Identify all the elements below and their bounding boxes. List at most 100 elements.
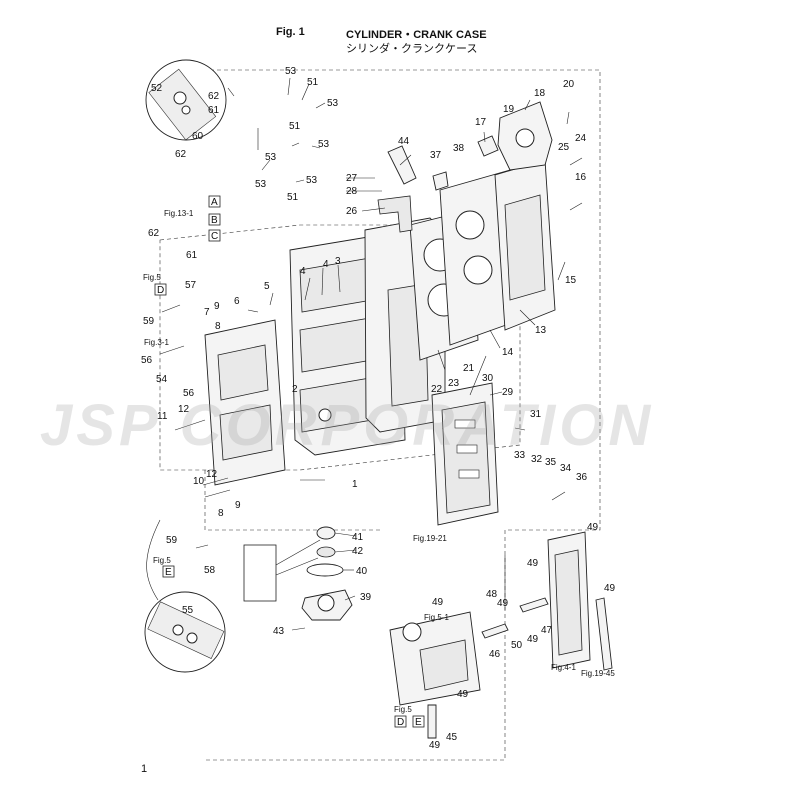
callout: 21 (463, 363, 475, 374)
callout: 1 (352, 479, 358, 490)
callout: 4 (323, 259, 329, 270)
callout: 22 (431, 384, 443, 395)
callout: 52 (151, 83, 163, 94)
callout: 51 (289, 121, 301, 132)
svg-text:C: C (211, 231, 218, 242)
spark-plug-part (387, 145, 417, 185)
bracket-part-26 (377, 195, 413, 233)
callout: 38 (453, 143, 465, 154)
exhaust-plate-part (431, 382, 499, 526)
callout: 4 (300, 266, 306, 277)
callout: 30 (482, 373, 494, 384)
callout: 47 (541, 625, 553, 636)
callout: 60 (192, 131, 204, 142)
callout: 17 (475, 117, 487, 128)
manifold-part (204, 319, 286, 486)
assembly-outline-left (159, 224, 521, 471)
water-pump-part (389, 611, 481, 706)
watermark: JSP CORPORATION (40, 393, 655, 458)
svg-text:E: E (415, 717, 422, 728)
callout: 57 (185, 280, 197, 291)
callout: 61 (186, 250, 198, 261)
callout: 6 (234, 296, 240, 307)
fig-ref-3-1: Fig.3-1 (144, 338, 169, 347)
callout: 53 (265, 152, 277, 163)
callout: 14 (502, 347, 514, 358)
callout: 40 (356, 566, 368, 577)
callout: 49 (527, 634, 539, 645)
callout: 5 (264, 281, 270, 292)
callout: 41 (352, 532, 364, 543)
callout: 12 (178, 404, 190, 415)
callout: 49 (497, 598, 509, 609)
callout: 53 (255, 179, 267, 190)
callout: 27 (346, 173, 358, 184)
callout: 42 (352, 546, 364, 557)
callout: 3 (335, 256, 341, 267)
callout: 46 (489, 649, 501, 660)
callout: 33 (514, 450, 526, 461)
callout: 49 (457, 689, 469, 700)
callout: 26 (346, 206, 358, 217)
callout: 20 (563, 79, 575, 90)
callout: 43 (273, 626, 285, 637)
thermostat-cover-part (547, 531, 591, 669)
grommet-part-37 (432, 171, 449, 191)
callout: 9 (214, 301, 220, 312)
fig-ref-5-c: Fig.5 (394, 705, 412, 714)
callout: 50 (511, 640, 523, 651)
callout: 11 (157, 411, 168, 422)
reference-box-C: C (208, 229, 221, 242)
callout: 9 (235, 500, 241, 511)
detail-circle-55 (144, 591, 226, 673)
svg-text:D: D (397, 717, 404, 728)
callout: 34 (560, 463, 572, 474)
callout: 48 (486, 589, 498, 600)
callout: 19 (503, 104, 515, 115)
callout: 24 (575, 133, 587, 144)
callout: 12 (206, 469, 218, 480)
callout: 36 (576, 472, 588, 483)
callout: 59 (166, 535, 178, 546)
callout: 25 (558, 142, 570, 153)
callout: 10 (193, 476, 205, 487)
page-number: 1 (141, 763, 148, 775)
reference-box-A: A (208, 195, 221, 208)
callout: 2 (292, 384, 298, 395)
hose-part (595, 597, 613, 671)
callout: 55 (182, 605, 194, 616)
callout: 39 (360, 592, 372, 603)
seal-housing-part (301, 526, 353, 621)
bolt-set (159, 87, 583, 549)
reference-box-D-upper: D (154, 283, 167, 296)
svg-text:E: E (165, 567, 172, 578)
pipe-part-45 (427, 704, 437, 739)
callout: 56 (183, 388, 195, 399)
callout: 53 (285, 66, 297, 77)
callout: 54 (156, 374, 168, 385)
fig-ref-5-1: Fig.5-1 (424, 613, 449, 622)
detail-circle-52 (145, 59, 227, 141)
pipe-part-47 (519, 597, 549, 613)
callout: 62 (175, 149, 187, 160)
callout: 51 (307, 77, 319, 88)
callout: 8 (218, 508, 224, 519)
callout: 28 (346, 186, 358, 197)
seal-detail-inset (243, 544, 277, 602)
callout: 61 (208, 105, 220, 116)
leader-lines (247, 77, 566, 631)
callout: 18 (534, 88, 546, 99)
fig-ref-13-1: Fig.13-1 (164, 209, 194, 218)
callout: 51 (287, 192, 299, 203)
callout: 35 (545, 457, 557, 468)
anode-part-17 (477, 135, 499, 157)
reference-box-B: B (208, 213, 221, 226)
figure-label: Fig. 1 (276, 26, 305, 38)
pipe-part-46 (481, 623, 509, 639)
fig-ref-19-45: Fig.19-45 (581, 669, 615, 678)
fig-ref-5-b: Fig.5 (153, 556, 171, 565)
callout: 53 (318, 139, 330, 150)
svg-text:A: A (211, 197, 218, 208)
callout: 49 (604, 583, 616, 594)
